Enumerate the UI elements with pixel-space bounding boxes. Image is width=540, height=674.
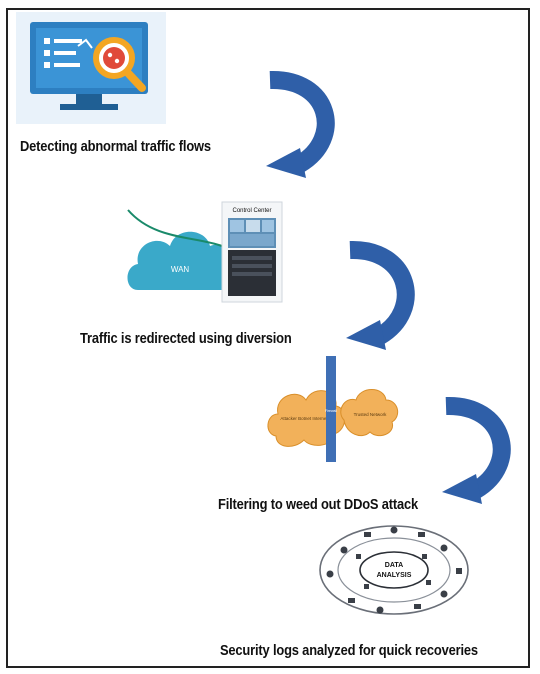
network-diversion-illustration: WAN Control Center — [124, 200, 284, 304]
firewall-filter-illustration: Attacker Botnet Internet Firewall Truste… — [267, 356, 399, 462]
step-2-label: Traffic is redirected using diversion — [80, 330, 292, 347]
data-analysis-illustration: DATA ANALYSIS — [319, 525, 469, 615]
wan-cloud-text: WAN — [171, 265, 190, 274]
step-1-label: Detecting abnormal traffic flows — [20, 138, 211, 155]
step-4-label: Security logs analyzed for quick recover… — [220, 642, 478, 659]
step-3-label: Filtering to weed out DDoS attack — [218, 496, 419, 513]
control-center-title: Control Center — [232, 208, 271, 214]
diagram-frame: Detecting abnormal traffic flows WAN Con… — [6, 8, 530, 668]
curved-arrow-3-icon — [442, 396, 511, 504]
firewall-text: Firewall — [325, 409, 337, 413]
analysis-center-line2: ANALYSIS — [377, 572, 412, 579]
curved-arrow-2-icon — [346, 240, 415, 350]
monitor-magnifier-icon — [16, 12, 166, 124]
attacker-cloud-text: Attacker Botnet Internet — [280, 416, 328, 421]
analysis-center-line1: DATA — [385, 562, 403, 569]
trusted-cloud-text: Trusted Network — [354, 412, 388, 417]
curved-arrow-1-icon — [266, 70, 335, 178]
